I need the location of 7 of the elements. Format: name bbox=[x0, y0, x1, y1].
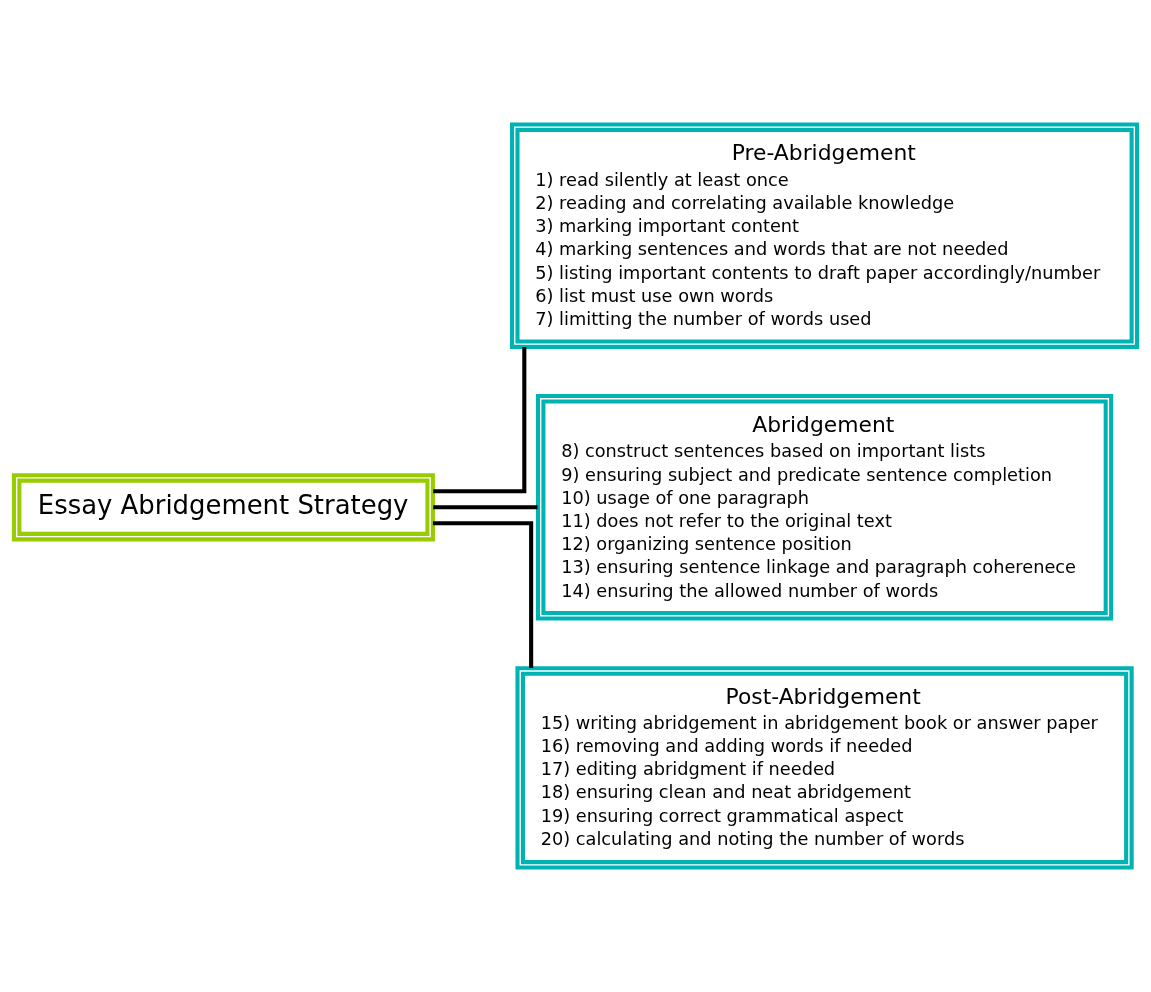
node-box: Post-Abridgement 15) writing abridgement in abridgement book or answer paper 16) removing and adding words if needed 17) editing abridgment if needed 18) ensuring clean and neat abridgement 19) ensuring correct grammatical aspect 20) calculating and noting the number of words bbox=[515, 666, 1134, 870]
node-box: Pre-Abridgement 1) read silently at least once 2) reading and correlating available knowledge 3) marking important content 4) marking sentences and words that are not needed 5) listing important contents to draft paper accordingly/number 6) list must use own words 7) limitting the number of words used bbox=[510, 122, 1140, 349]
node-box: Essay Abridgement Strategy bbox=[11, 473, 435, 542]
node-box: Abridgement 8) construct sentences based on important lists 9) ensuring subject and predicate sentence completion 10) usage of one paragraph 11) does not refer to the original text 12) organizing sentence position 13) ensuring sentence linkage and paragraph coherenece 14) ensuring the allowed number of words bbox=[535, 394, 1114, 621]
connector bbox=[433, 505, 538, 510]
connector bbox=[433, 347, 527, 494]
connector bbox=[432, 521, 534, 669]
